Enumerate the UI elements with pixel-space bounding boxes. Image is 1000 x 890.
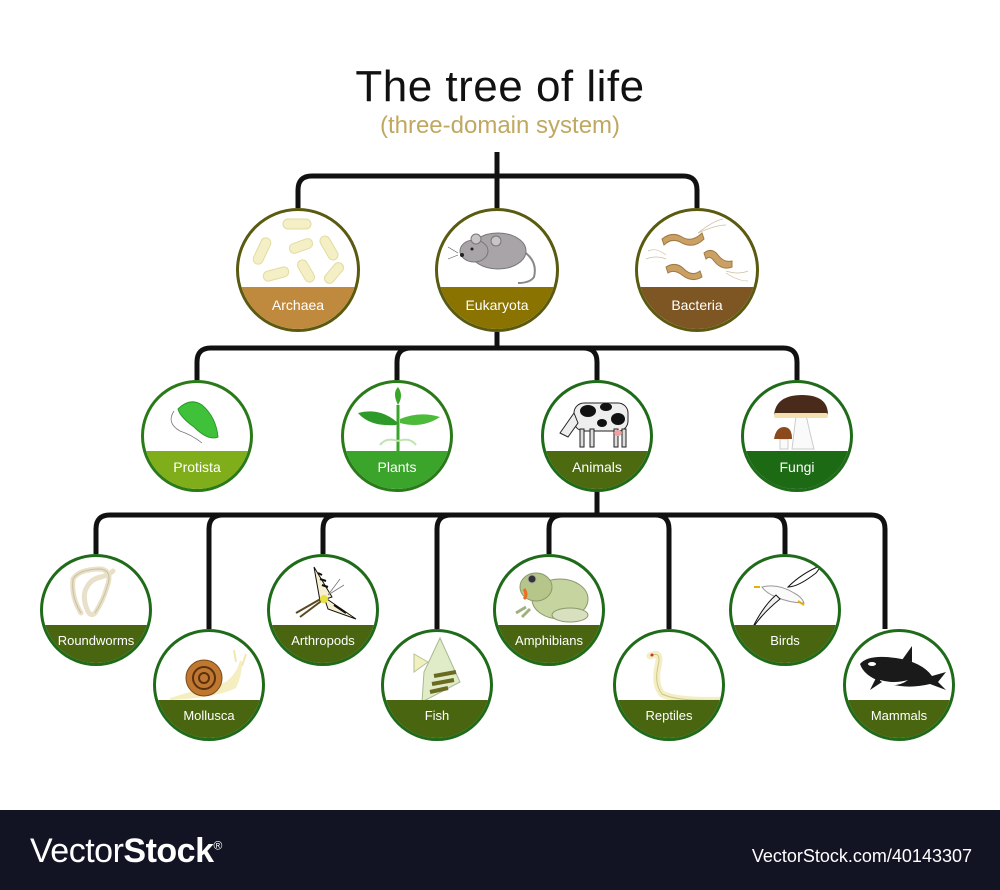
mouse-icon	[438, 211, 556, 287]
label-band	[732, 624, 838, 663]
label-band	[270, 624, 376, 663]
vectorstock-logo: VectorStock®	[30, 832, 222, 871]
group-label: Amphibians	[515, 633, 583, 649]
group-roundworms: Roundworms	[40, 554, 152, 666]
label-band	[156, 699, 262, 738]
label-band	[344, 450, 450, 489]
group-fish: Fish	[381, 629, 493, 741]
fish-icon	[384, 632, 490, 703]
group-arthropods: Arthropods	[267, 554, 379, 666]
image-reference: VectorStock.com/40143307	[751, 846, 972, 866]
label-band	[846, 699, 952, 738]
label-band	[616, 699, 722, 738]
label-band	[638, 286, 756, 329]
domain-bacteria: Bacteria	[635, 208, 759, 332]
archaea-icon	[239, 211, 357, 287]
kingdom-label: Plants	[377, 458, 417, 475]
cow-icon	[544, 383, 650, 451]
snake-icon	[616, 632, 722, 704]
label-band	[384, 699, 490, 738]
kingdom-plants: Plants	[341, 380, 453, 492]
protist-icon	[144, 383, 250, 451]
orca-icon	[846, 632, 952, 700]
page-title: The tree of life	[355, 62, 645, 111]
page-subtitle: (three-domain system)	[379, 112, 621, 139]
kingdom-protista: Protista	[141, 380, 253, 492]
domain-label: Archaea	[271, 296, 325, 313]
label-band	[144, 450, 250, 489]
brand-bold: Stock	[123, 832, 214, 870]
group-amphibians: Amphibians	[493, 554, 605, 666]
kingdom-fungi: Fungi	[741, 380, 853, 492]
group-mammals: Mammals	[843, 629, 955, 741]
label-band	[239, 286, 357, 329]
domain-label: Eukaryota	[465, 296, 529, 313]
kingdom-animals: Animals	[541, 380, 653, 492]
tree-connectors	[93, 152, 888, 629]
worm-icon	[43, 557, 149, 625]
brand-light: Vector	[30, 832, 124, 870]
group-label: Fish	[424, 708, 450, 724]
group-label: Roundworms	[57, 633, 135, 649]
footer-bar: VectorStock® VectorStock.com/40143307	[0, 810, 1000, 890]
bird-icon	[732, 557, 838, 634]
kingdom-label: Fungi	[779, 458, 815, 475]
registered-mark: ®	[213, 838, 222, 853]
group-label: Arthropods	[291, 633, 355, 649]
snail-icon	[156, 632, 262, 700]
plant-icon	[344, 383, 450, 453]
label-band	[43, 624, 149, 663]
label-band	[744, 450, 850, 489]
bacteria-icon	[638, 211, 756, 287]
group-reptiles: Reptiles	[613, 629, 725, 741]
label-band	[496, 624, 602, 663]
domain-label: Bacteria	[671, 296, 723, 313]
butterfly-icon	[270, 557, 376, 625]
domain-eukaryota: Eukaryota	[435, 208, 559, 332]
group-mollusca: Mollusca	[153, 629, 265, 741]
group-label: Mollusca	[183, 708, 235, 724]
frog-icon	[496, 557, 602, 625]
group-birds: Birds	[729, 554, 841, 666]
group-label: Mammals	[870, 708, 928, 724]
mushroom-icon	[744, 383, 850, 451]
domain-archaea: Archaea	[236, 208, 360, 332]
group-label: Birds	[770, 633, 800, 649]
group-label: Reptiles	[645, 708, 693, 724]
label-band	[544, 450, 650, 489]
kingdom-label: Animals	[572, 458, 622, 475]
kingdom-label: Protista	[173, 458, 221, 475]
label-band	[438, 286, 556, 329]
